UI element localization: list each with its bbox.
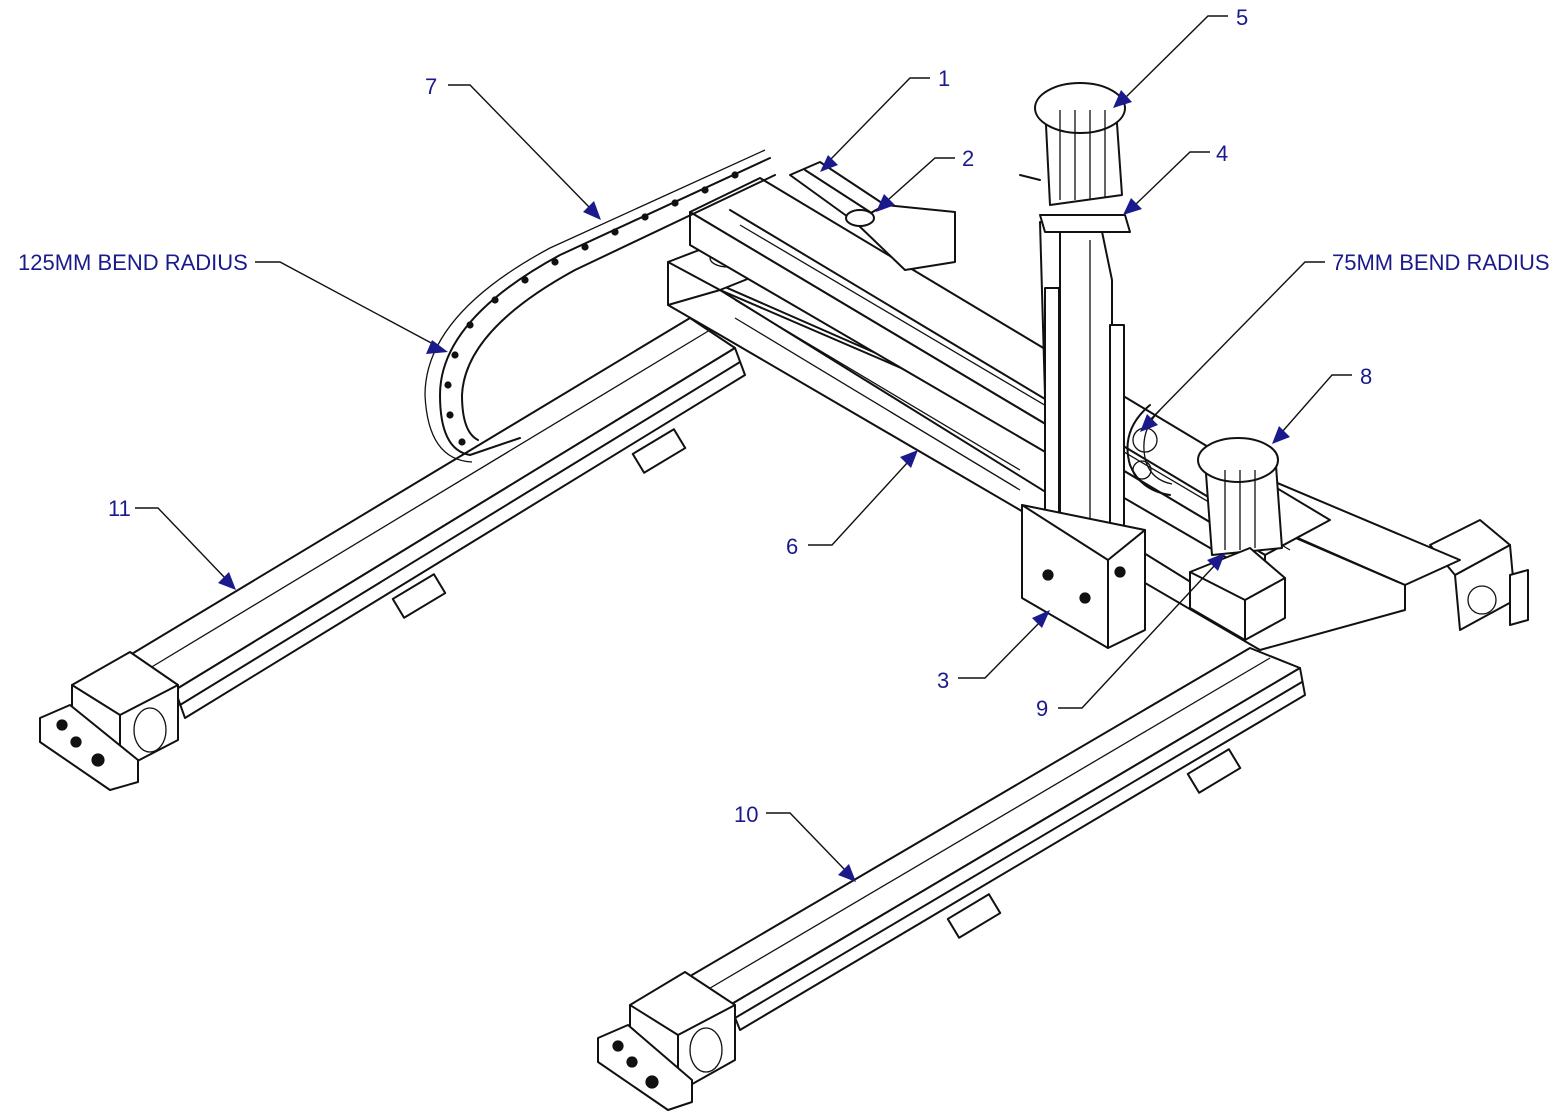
callout-1: 1 — [938, 66, 950, 91]
note-75mm-bend-radius: 75MM BEND RADIUS — [1332, 250, 1550, 275]
callout-4: 4 — [1216, 141, 1228, 166]
callout-leaders — [135, 15, 1352, 882]
x-drive-motor — [789, 161, 956, 271]
callout-6: 6 — [786, 534, 798, 559]
callout-5: 5 — [1236, 5, 1248, 30]
callout-7: 7 — [425, 74, 437, 99]
front-rail — [597, 647, 1306, 1111]
callout-9: 9 — [1036, 696, 1048, 721]
callout-2: 2 — [962, 146, 974, 171]
callout-11: 11 — [108, 496, 131, 521]
z-axis-column — [1021, 214, 1146, 649]
right-end-block — [1429, 519, 1529, 631]
callout-10: 10 — [734, 802, 758, 827]
callout-labels: 1 2 3 4 5 6 7 8 9 10 11 125MM BEND RADIU… — [18, 5, 1550, 827]
callout-8: 8 — [1360, 364, 1372, 389]
cable-chain-125 — [424, 149, 776, 463]
x-motor — [1189, 437, 1286, 641]
callout-3: 3 — [937, 668, 949, 693]
note-125mm-bend-radius: 125MM BEND RADIUS — [18, 250, 248, 275]
left-rail — [39, 317, 746, 791]
z-motor — [1019, 82, 1126, 206]
